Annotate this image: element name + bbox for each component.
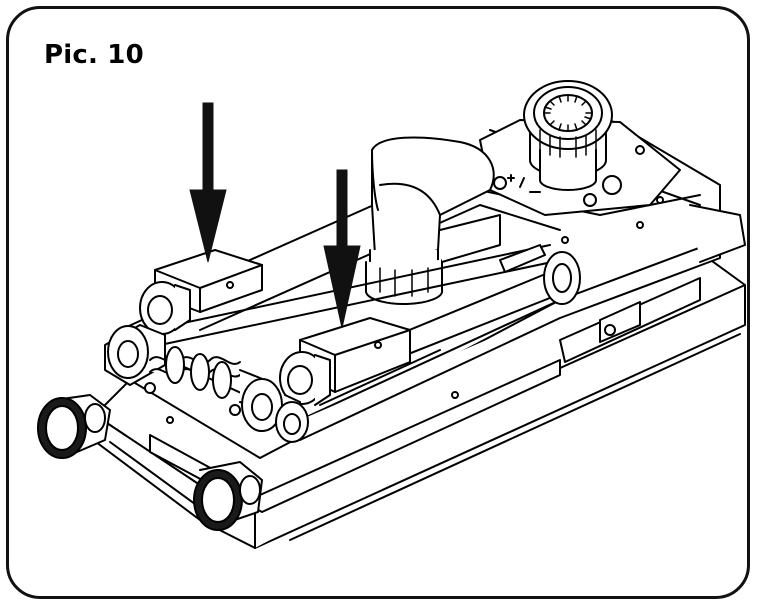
handle-icon[interactable] xyxy=(365,136,501,306)
knob-icon[interactable] xyxy=(37,394,111,459)
clamp-block-left xyxy=(139,249,263,335)
knob-icon[interactable] xyxy=(193,461,263,531)
down-arrow-icon xyxy=(189,102,227,263)
figure-caption: Pic. 10 xyxy=(44,40,144,70)
screws xyxy=(166,221,644,424)
spring-mechanism xyxy=(104,324,309,443)
down-arrow-icon xyxy=(323,169,361,329)
dial-icon[interactable] xyxy=(523,80,613,191)
clamp-block-right xyxy=(279,317,411,406)
